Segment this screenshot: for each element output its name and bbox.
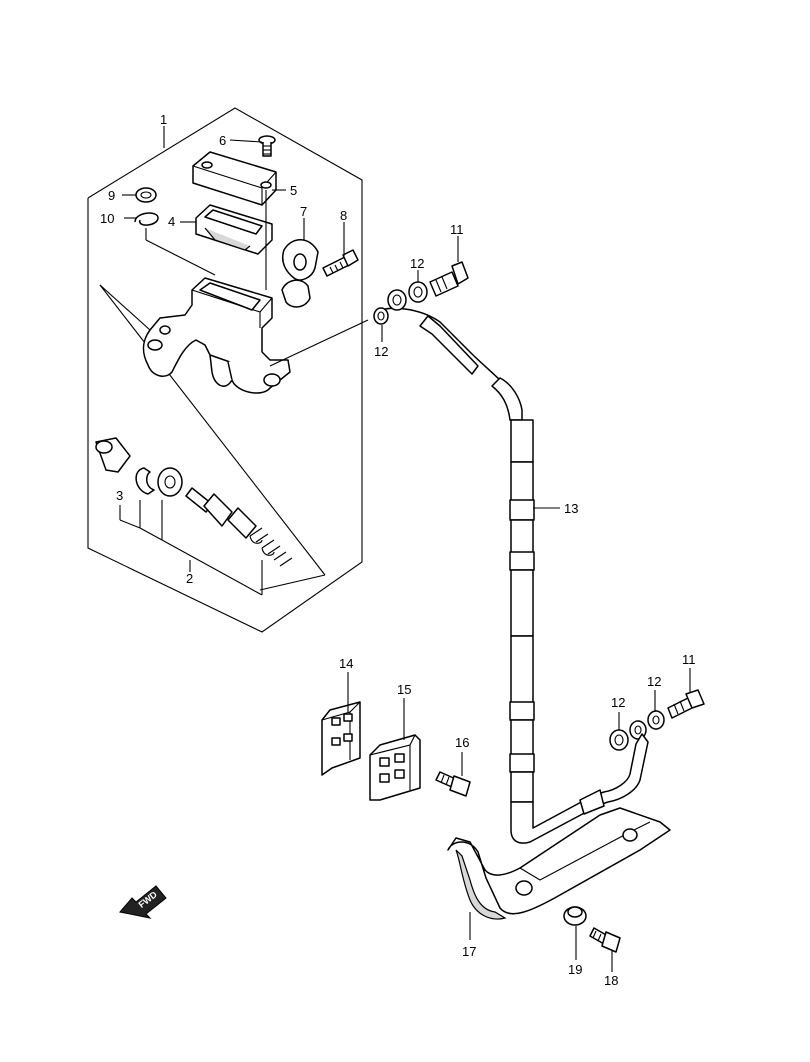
fwd-arrow: FWD — [119, 885, 167, 919]
callout-8: 8 — [340, 208, 347, 223]
guard-collar — [563, 906, 587, 926]
callout-11-lower: 11 — [682, 652, 696, 667]
master-cylinder-body — [142, 277, 291, 394]
callout-4: 4 — [168, 214, 175, 229]
piston-kit — [95, 437, 293, 567]
callout-16: 16 — [455, 735, 469, 750]
callout-17: 17 — [462, 944, 476, 959]
callout-12-lower-b: 12 — [611, 695, 625, 710]
assembly-outline — [87, 107, 363, 633]
callout-5: 5 — [290, 183, 297, 198]
callout-15: 15 — [397, 682, 411, 697]
callout-14: 14 — [339, 656, 353, 671]
upper-union-bolt — [429, 261, 469, 297]
callout-2: 2 — [186, 571, 193, 586]
callout-12-lower-a: 12 — [647, 674, 661, 689]
callout-1: 1 — [160, 112, 167, 127]
callout-18: 18 — [604, 973, 618, 988]
callout-7: 7 — [300, 204, 307, 219]
plate-15 — [369, 734, 421, 801]
callout-labels: 1 6 5 9 10 4 7 8 11 12 12 13 3 2 14 15 1… — [100, 112, 696, 988]
cap-screw — [258, 135, 276, 157]
hose-guard — [447, 807, 671, 920]
reservoir-cap — [192, 151, 277, 206]
holder-clamp — [281, 239, 319, 308]
plate-bolt — [435, 771, 471, 797]
callout-11-upper: 11 — [450, 222, 464, 237]
callout-6: 6 — [219, 133, 226, 148]
callout-12-upper-a: 12 — [410, 256, 424, 271]
brake-pipe — [579, 733, 649, 815]
callout-3: 3 — [116, 488, 123, 503]
guard-bolt — [589, 927, 621, 953]
holder-bolt — [322, 249, 359, 277]
lower-union-bolt — [667, 689, 705, 719]
callout-13: 13 — [564, 501, 578, 516]
callout-19: 19 — [568, 962, 582, 977]
plate-14 — [321, 701, 361, 776]
leader-lines — [119, 126, 691, 972]
callout-10: 10 — [100, 211, 114, 226]
brake-hose — [375, 307, 591, 844]
callout-12-upper-b: 12 — [374, 344, 388, 359]
upper-washers — [373, 281, 428, 325]
callout-9: 9 — [108, 188, 115, 203]
diaphragm — [195, 204, 273, 255]
